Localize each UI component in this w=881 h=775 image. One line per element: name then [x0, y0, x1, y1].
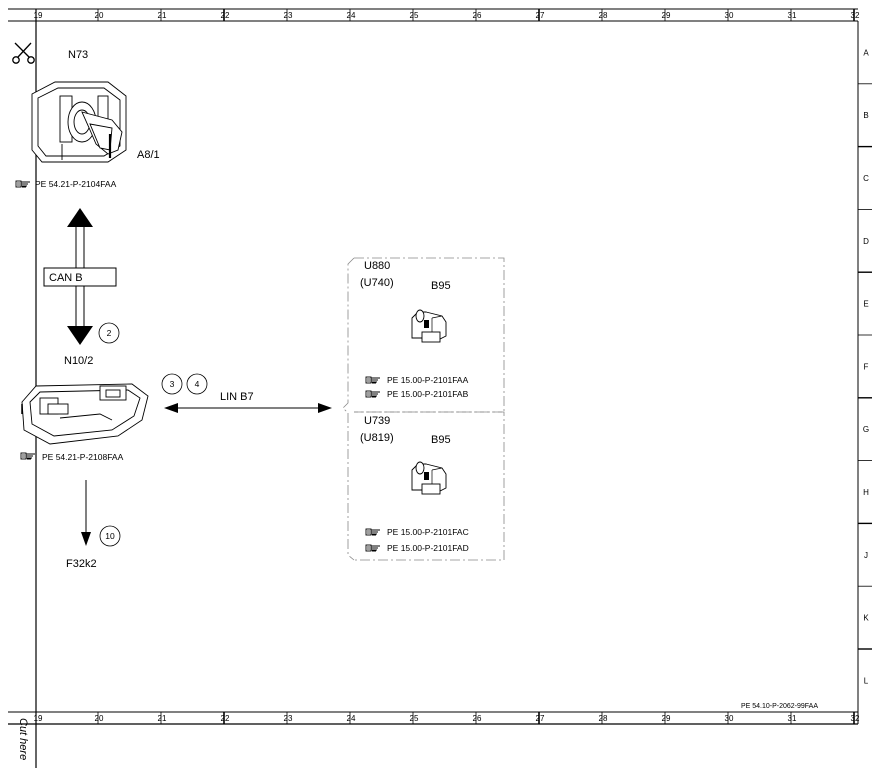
row-letter: H — [863, 488, 869, 497]
u880-reference-2: PE 15.00-P-2101FAB — [387, 389, 469, 399]
lin-bus-line — [164, 403, 332, 413]
sensor-icon — [411, 309, 447, 343]
column-number: 28 — [599, 11, 608, 20]
column-number: 31 — [788, 714, 797, 723]
u880-variant: U880 — [364, 260, 390, 272]
column-number: 20 — [95, 11, 104, 20]
column-number: 21 — [158, 11, 167, 20]
column-number: 29 — [662, 714, 671, 723]
row-letter: B — [863, 111, 868, 120]
row-letter: L — [864, 676, 869, 685]
n10-2-label: N10/2 — [64, 355, 93, 367]
column-number: 26 — [473, 11, 482, 20]
can-bus-label: CAN B — [49, 272, 83, 284]
u739-variant-alt: (U819) — [360, 432, 394, 444]
column-ticks-top: 19 20 21 22 23 24 25 26 27 28 29 30 31 32 — [34, 9, 860, 21]
column-number: 23 — [284, 714, 293, 723]
u880-reference-1: PE 15.00-P-2101FAA — [387, 375, 469, 385]
column-number: 19 — [34, 11, 43, 20]
svg-text:3: 3 — [170, 379, 175, 389]
marker-4: 4 — [186, 373, 208, 395]
n73-sublabel: A8/1 — [137, 149, 160, 161]
column-number: 27 — [536, 714, 545, 723]
row-letter: G — [863, 425, 869, 434]
n10-2-reference: PE 54.21-P-2108FAA — [42, 452, 124, 462]
pointing-hand-icon — [20, 452, 36, 460]
column-number: 28 — [599, 714, 608, 723]
column-number: 30 — [725, 714, 734, 723]
column-number: 23 — [284, 11, 293, 20]
marker-10: 10 — [99, 525, 121, 547]
svg-text:2: 2 — [107, 328, 112, 338]
column-number: 25 — [410, 11, 419, 20]
column-number: 19 — [34, 714, 43, 723]
u739-reference-2: PE 15.00-P-2101FAD — [387, 543, 469, 553]
row-letter: F — [864, 362, 869, 371]
row-letter: K — [863, 614, 869, 623]
variant-box-u739 — [347, 411, 505, 561]
u739-b95-label: B95 — [431, 434, 451, 446]
pointing-hand-icon — [365, 544, 381, 552]
can-bus-box — [43, 267, 117, 287]
column-number: 32 — [851, 714, 860, 723]
column-number: 22 — [221, 714, 230, 723]
column-number: 26 — [473, 714, 482, 723]
column-number: 31 — [788, 11, 797, 20]
svg-text:10: 10 — [105, 531, 115, 541]
can-bus-line — [67, 208, 93, 345]
f32k2-label: F32k2 — [66, 558, 97, 570]
u739-variant: U739 — [364, 415, 390, 427]
column-number: 30 — [725, 11, 734, 20]
drawing-reference: PE 54.10-P-2062-99FAA — [741, 703, 818, 710]
row-letter: D — [863, 237, 869, 246]
column-number: 32 — [851, 11, 860, 20]
n73-label: N73 — [68, 49, 88, 61]
sensor-icon — [411, 461, 447, 495]
pointing-hand-icon — [365, 528, 381, 536]
column-number: 24 — [347, 11, 356, 20]
u880-b95-label: B95 — [431, 280, 451, 292]
row-letter: J — [864, 551, 868, 560]
pointing-hand-icon — [365, 376, 381, 384]
scissors-icon — [12, 42, 35, 64]
pointing-hand-icon — [15, 180, 31, 188]
lin-bus-label: LIN B7 — [220, 391, 254, 403]
column-number: 20 — [95, 714, 104, 723]
sam-module-icon — [21, 383, 149, 445]
column-number: 21 — [158, 714, 167, 723]
pointing-hand-icon — [365, 390, 381, 398]
u739-reference-1: PE 15.00-P-2101FAC — [387, 527, 469, 537]
row-letter: C — [863, 174, 869, 183]
column-number: 29 — [662, 11, 671, 20]
marker-3: 3 — [161, 373, 183, 395]
svg-text:4: 4 — [195, 379, 200, 389]
column-number: 25 — [410, 714, 419, 723]
cut-here-label: Cut here — [17, 718, 29, 760]
row-letter: E — [863, 300, 868, 309]
column-ticks-bottom: 19 20 21 22 23 24 25 26 27 28 29 30 31 32 — [34, 712, 860, 724]
ignition-switch-icon — [31, 81, 127, 163]
column-number: 22 — [221, 11, 230, 20]
row-letter: A — [863, 48, 869, 57]
column-number: 27 — [536, 11, 545, 20]
u880-variant-alt: (U740) — [360, 277, 394, 289]
marker-2: 2 — [98, 322, 120, 344]
n73-reference: PE 54.21-P-2104FAA — [35, 179, 117, 189]
f32k2-line — [81, 480, 91, 546]
column-number: 24 — [347, 714, 356, 723]
row-ticks: A B C D E F G H J K L — [858, 48, 872, 685]
